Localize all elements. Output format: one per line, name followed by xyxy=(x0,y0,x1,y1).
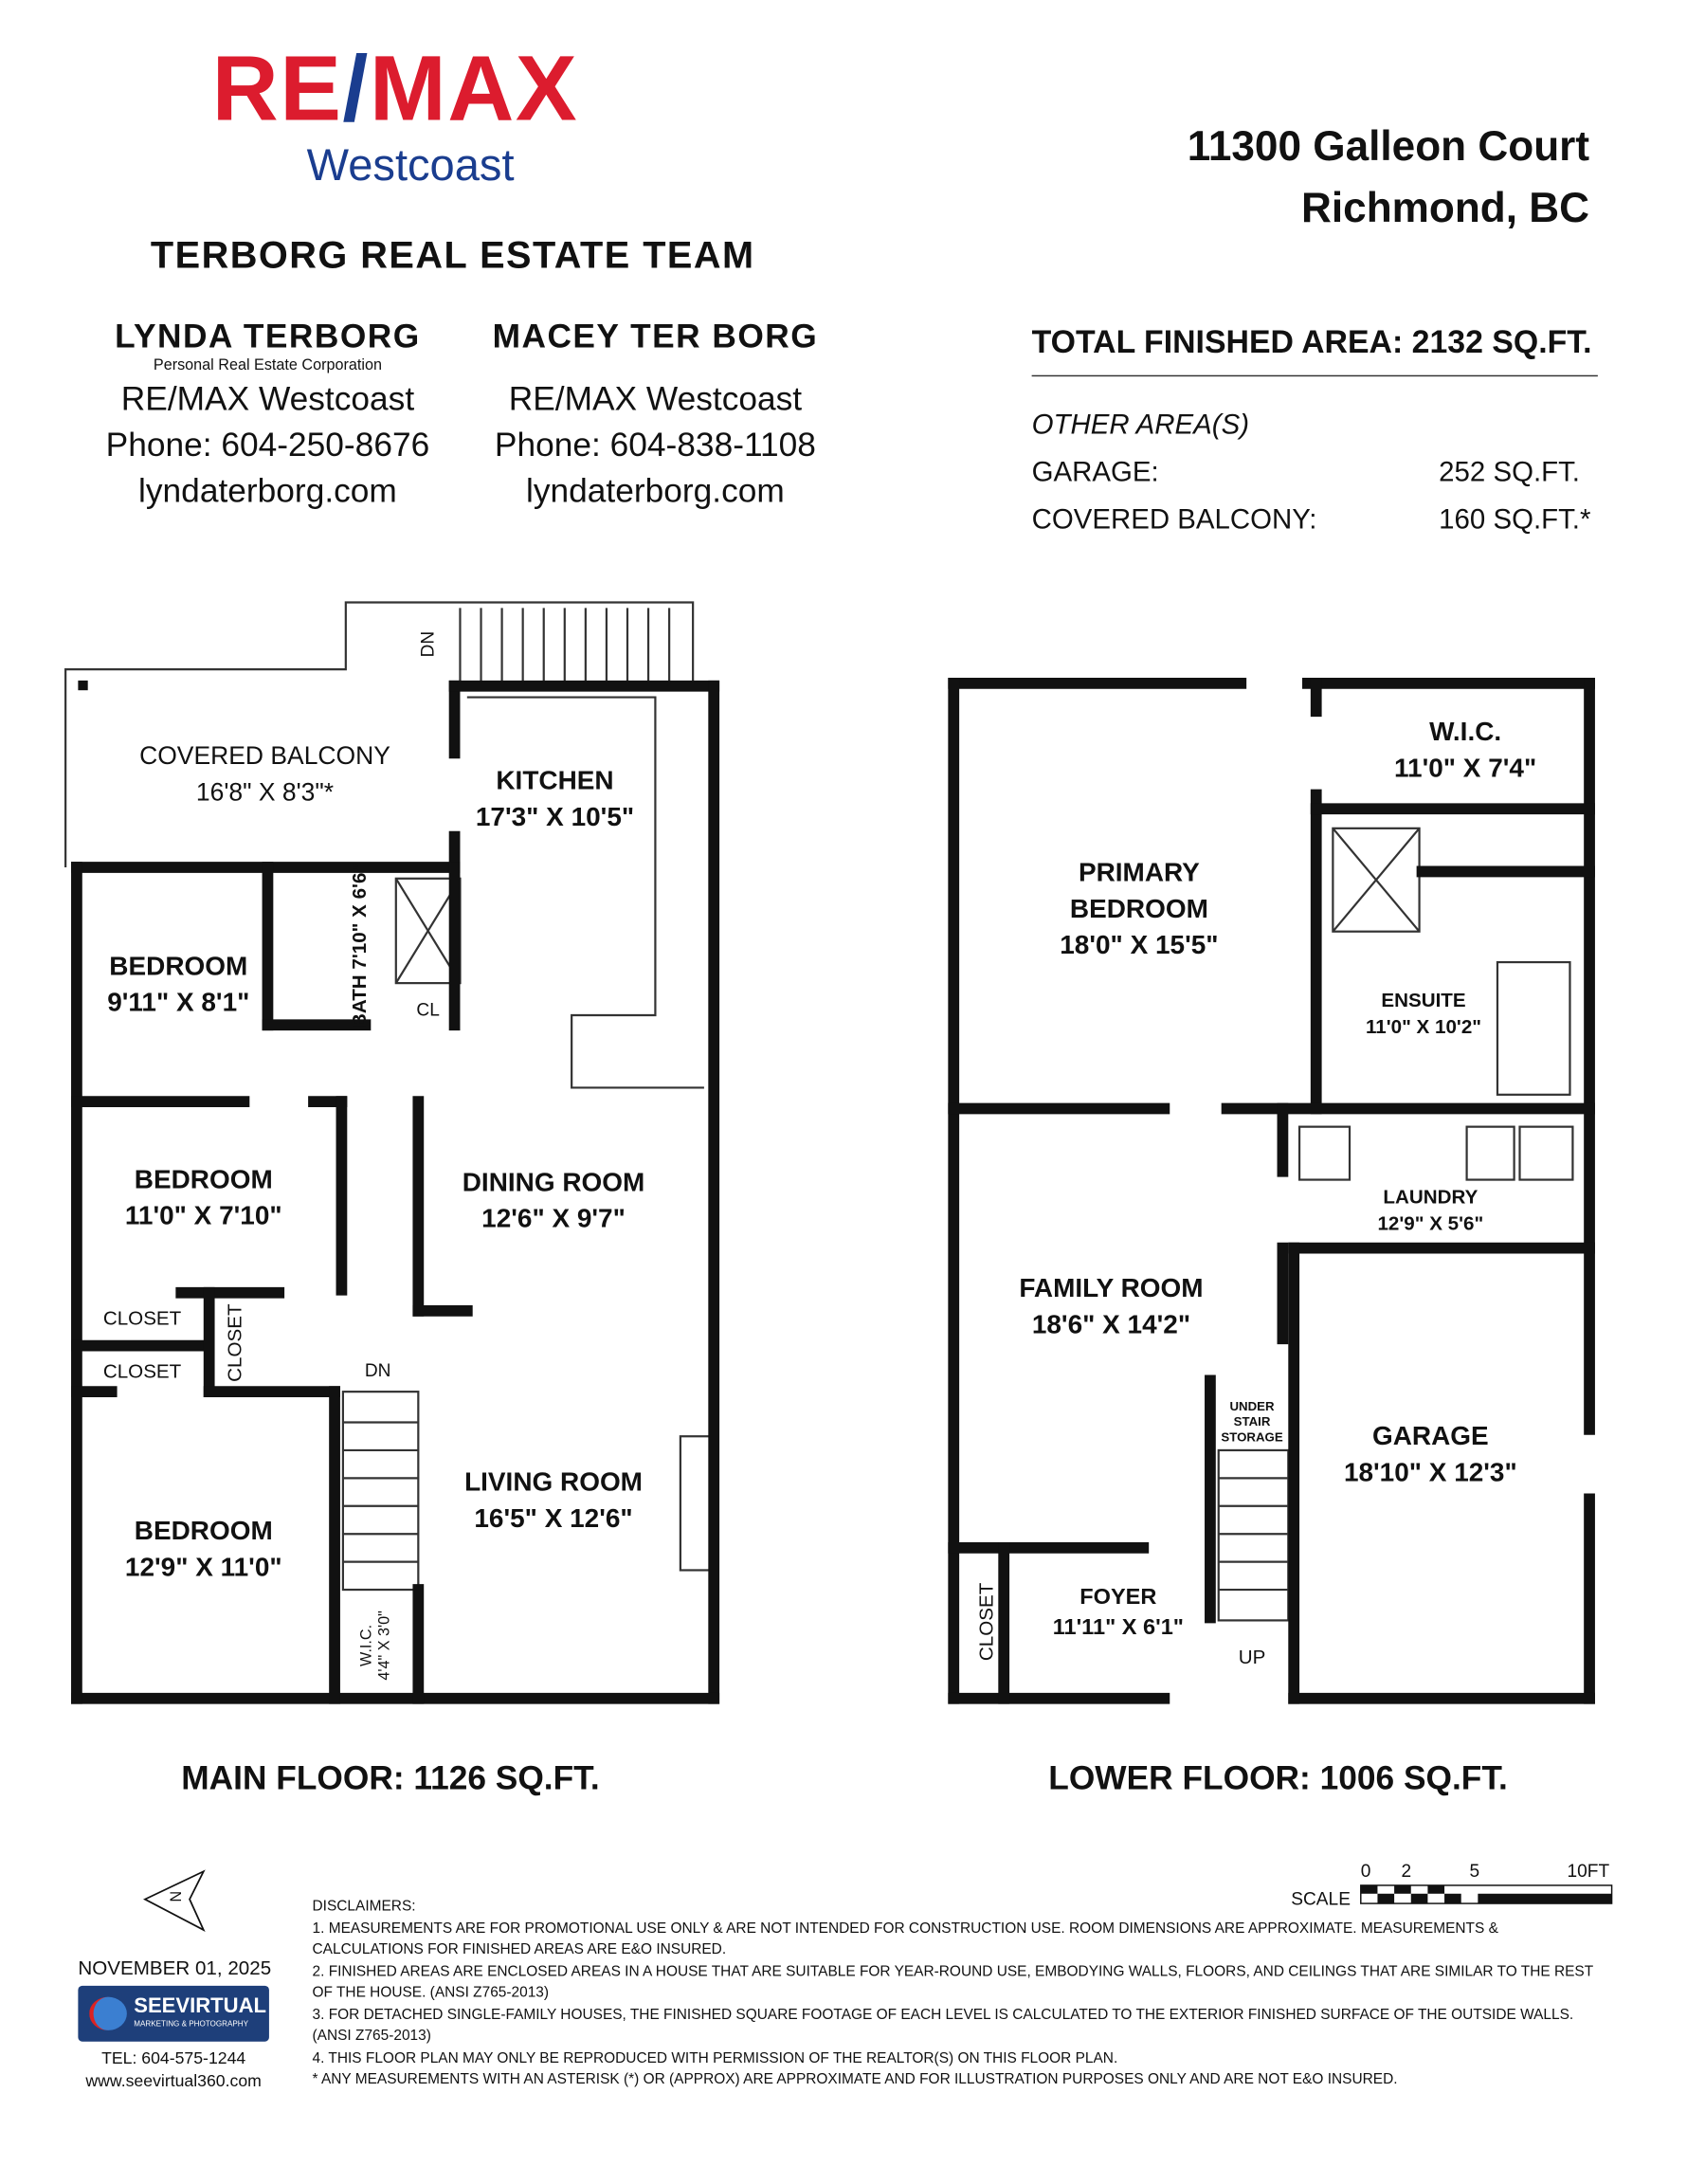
other-areas-heading: OTHER AREA(S) xyxy=(1031,410,1250,441)
globe-icon xyxy=(89,1996,127,2030)
stairs-dn-label: DN xyxy=(364,1359,391,1381)
room-bath: BATH 7'10" X 6'6" xyxy=(348,863,371,1028)
agent-name: LYNDA TERBORG xyxy=(115,318,421,356)
property-address: 11300 Galleon Court Richmond, BC xyxy=(1188,118,1589,240)
balcony-area-label: COVERED BALCONY: xyxy=(1031,504,1317,536)
scale-tick-2: 2 xyxy=(1401,1860,1412,1882)
bathtub xyxy=(1496,960,1571,1096)
plan-date: NOVEMBER 01, 2025 xyxy=(78,1956,272,1979)
main-floor-area: MAIN FLOOR: 1126 SQ.FT. xyxy=(181,1759,600,1798)
agent-phone: Phone: 604-838-1108 xyxy=(494,427,816,464)
address-line2: Richmond, BC xyxy=(1301,185,1590,232)
room-closet-1: CLOSET xyxy=(102,1306,182,1329)
garage-area-value: 252 SQ.FT. xyxy=(1439,457,1580,488)
agent-card-lynda: LYNDA TERBORG Personal Real Estate Corpo… xyxy=(86,318,448,514)
scale-bar xyxy=(1360,1884,1613,1904)
team-name: TERBORG REAL ESTATE TEAM xyxy=(150,234,755,277)
balcony-outline xyxy=(64,601,695,868)
total-finished-area: TOTAL FINISHED AREA: 2132 SQ.FT. xyxy=(1031,323,1598,377)
agent-phone: Phone: 604-250-8676 xyxy=(105,427,430,464)
scale-tick-5: 5 xyxy=(1469,1860,1480,1882)
vendor-tel: TEL: 604-575-1244 xyxy=(101,2048,246,2068)
room-cl: CL xyxy=(416,999,440,1021)
room-closet-3: CLOSET xyxy=(223,1303,245,1382)
disclaimers: DISCLAIMERS: 1. MEASUREMENTS ARE FOR PRO… xyxy=(313,1897,1609,2091)
agent-brokerage: RE/MAX Westcoast xyxy=(120,380,415,419)
kitchen-counter xyxy=(466,696,704,1089)
disclaimer-item: 2. FINISHED AREAS ARE ENCLOSED AREAS IN … xyxy=(312,1962,1593,2002)
room-closet-2: CLOSET xyxy=(102,1359,182,1382)
balcony-dn-label: DN xyxy=(416,630,438,658)
disclaimer-item: 3. FOR DETACHED SINGLE-FAMILY HOUSES, TH… xyxy=(312,2006,1574,2045)
disclaimer-item: 1. MEASUREMENTS ARE FOR PROMOTIONAL USE … xyxy=(312,1919,1498,1958)
agent-corp: Personal Real Estate Corporation xyxy=(153,356,382,374)
agent-website: lyndaterborg.com xyxy=(526,472,785,511)
stairs-up-label: UP xyxy=(1238,1645,1266,1668)
vendor-contact: TEL: 604-575-1244 www.seevirtual360.com xyxy=(78,2048,269,2092)
main-stairs xyxy=(341,1391,420,1592)
garage-area-label: GARAGE: xyxy=(1031,457,1159,488)
balcony-area-value: 160 SQ.FT.* xyxy=(1439,504,1591,536)
scale-tick-10: 10FT xyxy=(1567,1860,1610,1882)
agent-brokerage: RE/MAX Westcoast xyxy=(508,380,803,419)
address-line1: 11300 Galleon Court xyxy=(1187,123,1590,171)
room-closet-lower: CLOSET xyxy=(974,1582,997,1662)
scale-tick-0: 0 xyxy=(1360,1860,1371,1882)
vendor-web[interactable]: www.seevirtual360.com xyxy=(85,2070,262,2091)
room-wic-lower: W.I.C.11'0" X 7'4" xyxy=(1394,718,1537,784)
disclaimer-item: 4. THIS FLOOR PLAN MAY ONLY BE REPRODUCE… xyxy=(312,2048,1118,2066)
remax-logo-sub: Westcoast xyxy=(306,139,515,191)
agent-website: lyndaterborg.com xyxy=(138,472,397,511)
disclaimer-heading: DISCLAIMERS: xyxy=(312,1898,416,1915)
lower-floor-area: LOWER FLOOR: 1006 SQ.FT. xyxy=(1048,1759,1508,1798)
agent-name: MACEY TER BORG xyxy=(492,318,819,356)
agent-card-macey: MACEY TER BORG RE/MAX Westcoast Phone: 6… xyxy=(474,318,836,514)
remax-logo: RE/MAX xyxy=(211,36,579,140)
ensuite-shower xyxy=(1332,827,1421,933)
balcony-stairs xyxy=(459,608,671,683)
lower-stairs xyxy=(1217,1448,1290,1622)
disclaimer-item: * ANY MEASUREMENTS WITH AN ASTERISK (*) … xyxy=(312,2070,1398,2088)
compass-arrow xyxy=(143,1869,206,1932)
scale-label: SCALE xyxy=(1291,1887,1351,1909)
room-wic-main: W.I.C.4'4" X 3'0" xyxy=(358,1611,393,1681)
seevirtual-logo: SEEVIRTUAL MARKETING & PHOTOGRAPHY xyxy=(78,1985,269,2042)
compass-north-label: N xyxy=(166,1890,183,1902)
